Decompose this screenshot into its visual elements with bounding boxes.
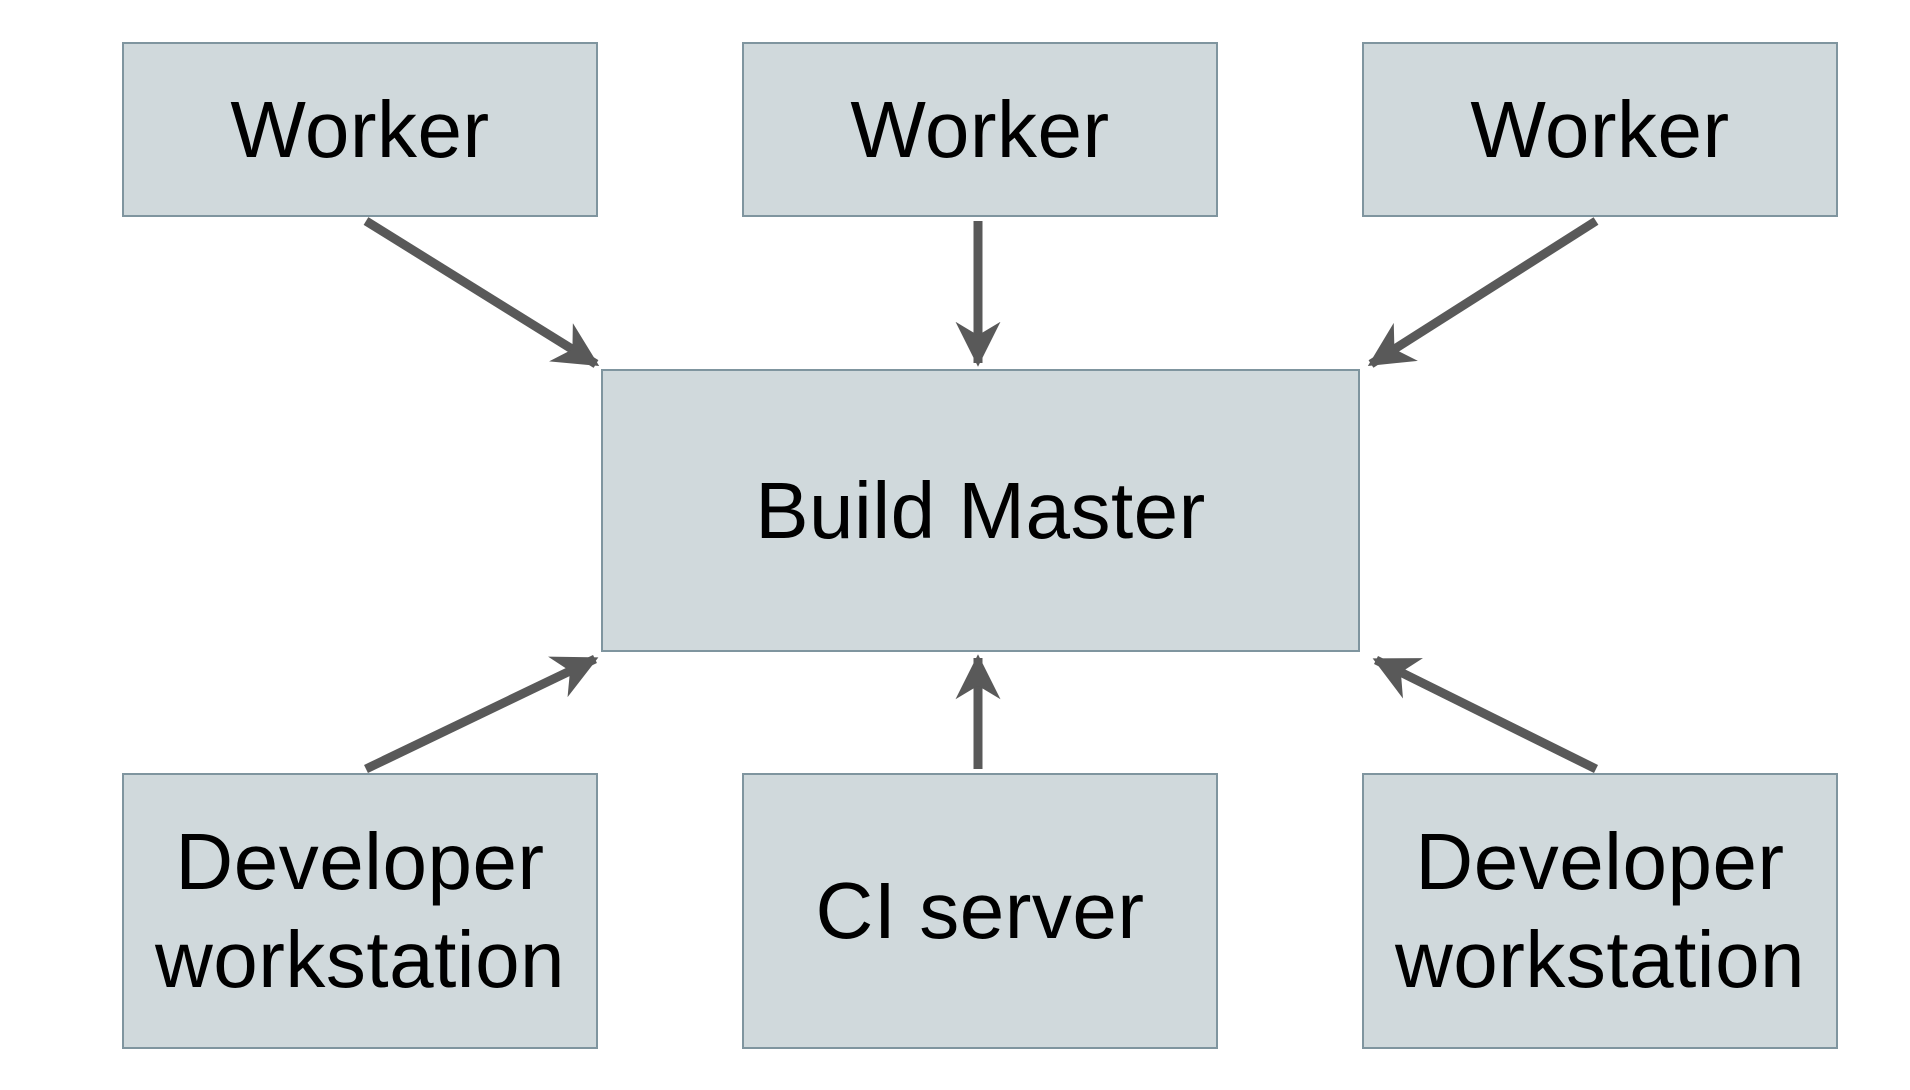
node-worker-center: Worker — [742, 42, 1218, 217]
node-worker-center-label: Worker — [850, 84, 1110, 174]
node-ci-server: CI server — [742, 773, 1218, 1049]
edge-developer-workstation-right-to-build-master — [1372, 655, 1598, 774]
edge-worker-right-to-build-master — [1367, 217, 1599, 368]
node-build-master-label: Build Master — [755, 465, 1206, 555]
node-developer-workstation-left-label: Developer workstation — [154, 817, 566, 1004]
node-developer-workstation-right: Developer workstation — [1362, 773, 1838, 1049]
node-worker-right: Worker — [1362, 42, 1838, 217]
node-developer-workstation-left: Developer workstation — [122, 773, 598, 1049]
edge-worker-left-to-build-master — [363, 217, 600, 368]
node-worker-right-label: Worker — [1470, 84, 1730, 174]
node-build-master: Build Master — [601, 369, 1360, 652]
node-worker-left: Worker — [122, 42, 598, 217]
node-developer-workstation-right-label: Developer workstation — [1394, 817, 1806, 1004]
edge-developer-workstation-left-to-build-master — [364, 654, 599, 774]
node-worker-left-label: Worker — [230, 84, 490, 174]
node-ci-server-label: CI server — [815, 866, 1145, 956]
